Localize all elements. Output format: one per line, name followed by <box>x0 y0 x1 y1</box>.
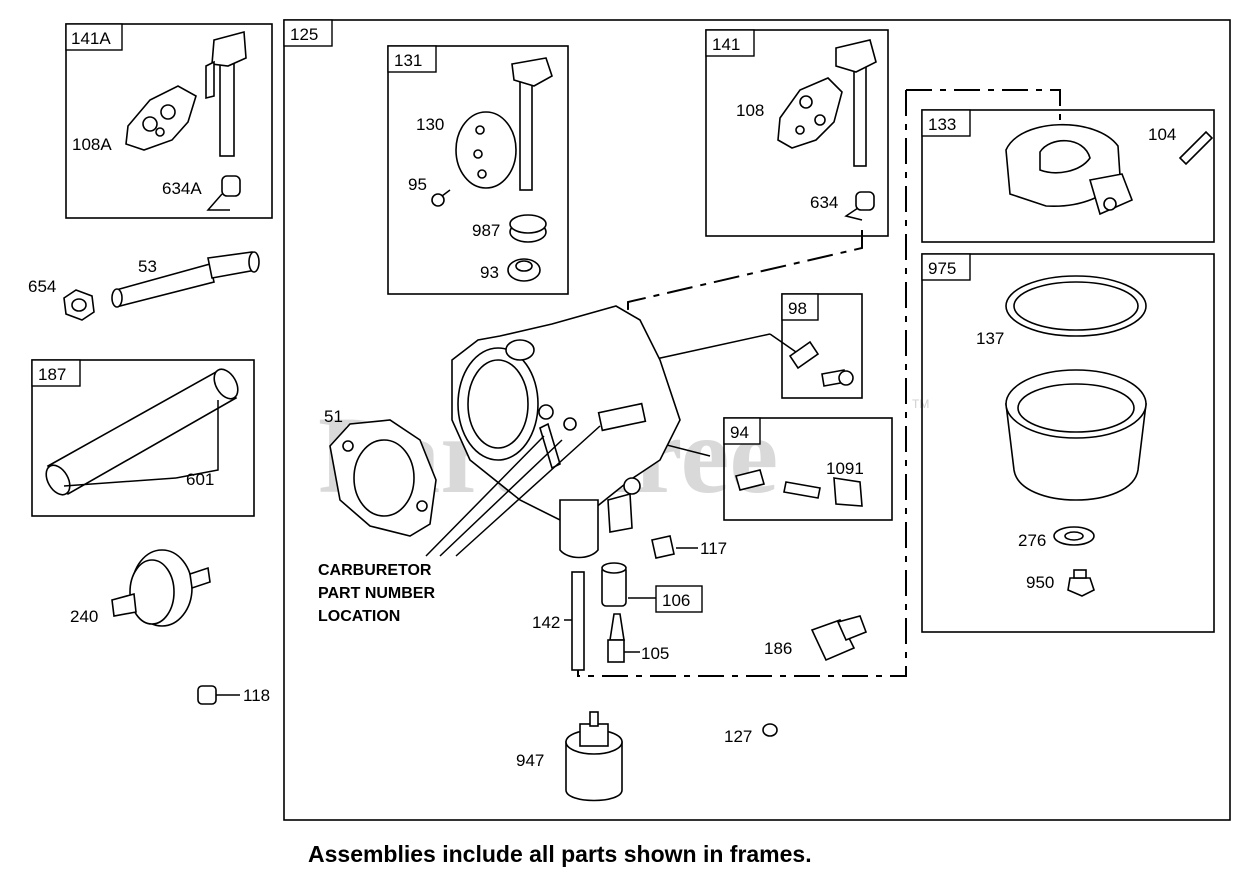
label-105: 105 <box>641 644 669 663</box>
part-53-fitting <box>111 251 260 308</box>
frame-94-label: 94 <box>730 423 749 442</box>
part-987-bushing <box>509 214 547 243</box>
frame-98-label: 98 <box>788 299 807 318</box>
callout-line-2: PART NUMBER <box>318 585 435 602</box>
part-141A-shaft <box>205 30 247 157</box>
label-142: 142 <box>532 613 560 632</box>
callout-line-3: LOCATION <box>318 608 400 625</box>
label-118: 118 <box>243 686 270 705</box>
part-93-seal <box>507 258 541 282</box>
label-240: 240 <box>70 607 98 626</box>
part-98-spring-screw <box>559 333 854 387</box>
part-137-gasket <box>1005 275 1147 337</box>
label-108: 108 <box>736 101 764 120</box>
frame-133: 133 <box>921 109 1215 243</box>
label-601: 601 <box>186 470 214 489</box>
part-947-solenoid <box>565 711 623 802</box>
frame-106: 106 <box>655 585 703 613</box>
label-127: 127 <box>724 727 752 746</box>
part-240-filter <box>111 549 211 627</box>
frame-975: 975 <box>921 253 1215 633</box>
frame-141A-label: 141A <box>71 29 111 48</box>
part-127-clip <box>762 723 778 737</box>
label-987: 987 <box>472 221 500 240</box>
frame-131-label: 131 <box>394 51 422 70</box>
label-137: 137 <box>976 329 1004 348</box>
frame-975-label: 975 <box>928 259 956 278</box>
frame-141: 141 <box>705 29 889 237</box>
frame-141A: 141A <box>65 23 273 219</box>
part-276-washer <box>1053 526 1095 546</box>
label-117: 117 <box>700 539 727 558</box>
part-975-bowl <box>1005 369 1147 501</box>
label-276: 276 <box>1018 531 1046 550</box>
part-130-throttle-plate <box>455 111 517 189</box>
frame-187-label: 187 <box>38 365 66 384</box>
part-118-cap <box>197 685 240 705</box>
frame-131: 131 <box>387 45 569 295</box>
label-108A: 108A <box>72 135 112 154</box>
part-186-fitting <box>810 615 868 662</box>
part-108A-plate <box>125 85 197 151</box>
frame-141-label: 141 <box>712 35 740 54</box>
label-1091: 1091 <box>826 459 864 478</box>
label-186: 186 <box>764 639 792 658</box>
frame-98: 98 <box>781 293 863 399</box>
frame-125: 125 <box>283 19 1231 821</box>
label-95: 95 <box>408 175 427 194</box>
part-142-emulsion-tube <box>564 571 585 671</box>
label-654: 654 <box>28 277 56 296</box>
label-104: 104 <box>1148 125 1176 144</box>
part-141-shaft <box>835 39 877 167</box>
label-51: 51 <box>324 407 343 426</box>
part-634-spring <box>844 191 875 221</box>
part-carburetor-body <box>451 305 681 559</box>
frame-187: 187 <box>31 359 255 517</box>
part-117-cap <box>651 535 698 559</box>
part-131-shaft <box>511 57 553 191</box>
footer-note: Assemblies include all parts shown in fr… <box>308 841 812 867</box>
part-108-choke-plate <box>777 77 843 149</box>
part-187-hose <box>45 368 239 496</box>
label-634: 634 <box>810 193 838 212</box>
frame-125-label: 125 <box>290 25 318 44</box>
frame-133-label: 133 <box>928 115 956 134</box>
part-950-screw <box>1067 569 1095 597</box>
part-654-nut <box>63 289 95 321</box>
label-947: 947 <box>516 751 544 770</box>
label-53: 53 <box>138 257 157 276</box>
part-51-gasket <box>329 419 437 537</box>
label-93: 93 <box>480 263 499 282</box>
frame-94: 94 <box>723 417 893 521</box>
callout-line-1: CARBURETOR <box>318 562 432 579</box>
callout-leader-lines <box>425 425 601 557</box>
watermark-tm: TM <box>912 397 929 411</box>
part-133-float <box>1005 123 1134 216</box>
part-95-screw <box>431 189 451 207</box>
part-105-needle <box>607 613 640 663</box>
label-634A: 634A <box>162 179 202 198</box>
part-106-jet <box>601 562 656 607</box>
label-950: 950 <box>1026 573 1054 592</box>
part-94-needle-assembly <box>599 427 863 507</box>
label-130: 130 <box>416 115 444 134</box>
part-104-pin <box>1178 130 1214 166</box>
part-634A-spring <box>206 175 241 211</box>
frame-106-label: 106 <box>662 591 690 610</box>
